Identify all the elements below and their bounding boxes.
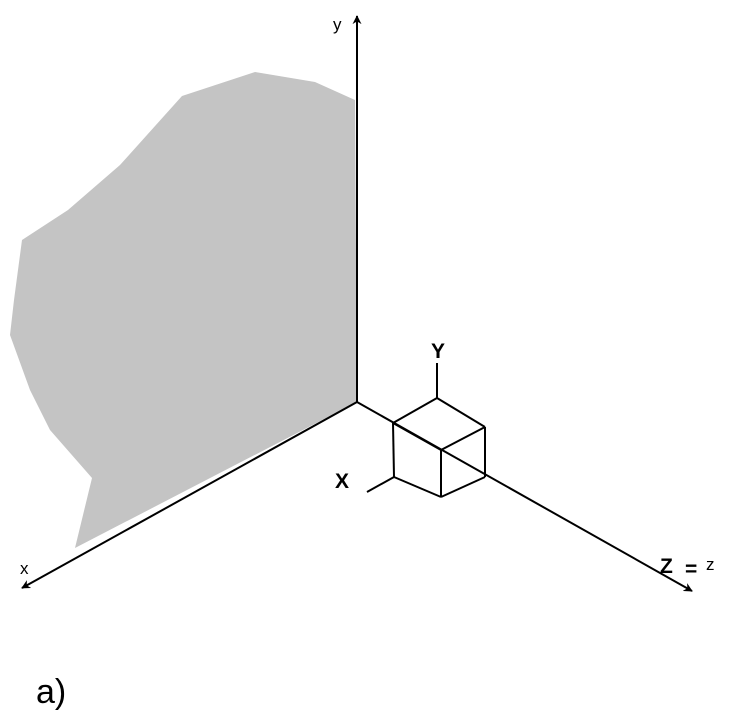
cube-edge xyxy=(393,476,442,498)
cube xyxy=(392,397,486,498)
local-x-label: X xyxy=(335,470,349,493)
local-x-axis-stub xyxy=(366,476,395,493)
equals-sign: = xyxy=(685,558,697,581)
world-y-label: y xyxy=(333,15,342,34)
local-z-label: Z xyxy=(660,555,673,578)
figure-caption: a) xyxy=(36,673,66,711)
cube-edge xyxy=(392,422,442,451)
local-y-label: Y xyxy=(431,340,445,363)
x-axis xyxy=(21,401,358,589)
cube-edge xyxy=(436,397,486,428)
world-x-label: x xyxy=(20,559,29,578)
cube-edge xyxy=(440,476,486,498)
cube-edge xyxy=(440,426,486,451)
cube-edge xyxy=(392,397,438,424)
world-z-label: z xyxy=(706,555,715,574)
shaded-xy-plane-region xyxy=(10,72,357,548)
cube-edge xyxy=(392,422,395,478)
